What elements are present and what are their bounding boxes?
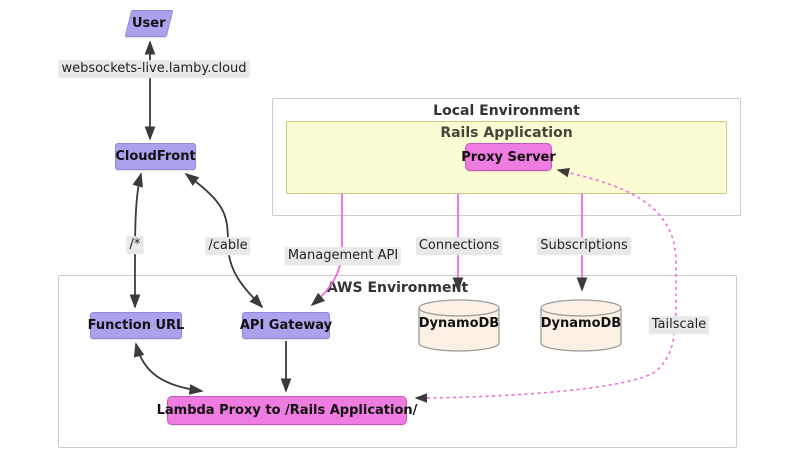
node-function-url: Function URL xyxy=(87,312,185,339)
node-user-label: User xyxy=(132,16,166,31)
node-function-url-label: Function URL xyxy=(87,318,185,333)
node-lambda-proxy: Lambda Proxy to /Rails Application/ xyxy=(157,396,417,425)
node-dynamodb-connections-label: DynamoDB xyxy=(418,316,500,331)
rails-application-title: Rails Application xyxy=(440,125,573,141)
edge-label-domain: websockets-live.lamby.cloud xyxy=(58,60,250,78)
local-environment-title: Local Environment xyxy=(433,103,580,119)
edge-label-root-path: /* xyxy=(126,236,144,254)
node-proxy-server: Proxy Server xyxy=(461,143,556,171)
node-cloudfront-label: CloudFront xyxy=(115,149,196,164)
node-dynamodb-subscriptions-label: DynamoDB xyxy=(540,316,622,331)
aws-environment-title: AWS Environment xyxy=(326,280,469,296)
node-proxy-server-label: Proxy Server xyxy=(461,149,556,165)
edge-label-tailscale: Tailscale xyxy=(648,316,710,334)
node-lambda-proxy-label: Lambda Proxy to /Rails Application/ xyxy=(156,403,418,418)
edge-label-subscriptions: Subscriptions xyxy=(537,237,631,255)
node-dynamodb-subscriptions: DynamoDB xyxy=(540,299,622,352)
node-cloudfront: CloudFront xyxy=(115,143,196,170)
node-api-gateway: API Gateway xyxy=(239,312,333,339)
node-user: User xyxy=(124,10,174,37)
edge-label-management-api: Management API xyxy=(284,247,402,265)
edge-label-connections: Connections xyxy=(415,237,503,255)
edge-label-cable-path: /cable xyxy=(205,237,251,255)
node-api-gateway-label: API Gateway xyxy=(239,318,333,333)
node-dynamodb-connections: DynamoDB xyxy=(418,299,500,352)
